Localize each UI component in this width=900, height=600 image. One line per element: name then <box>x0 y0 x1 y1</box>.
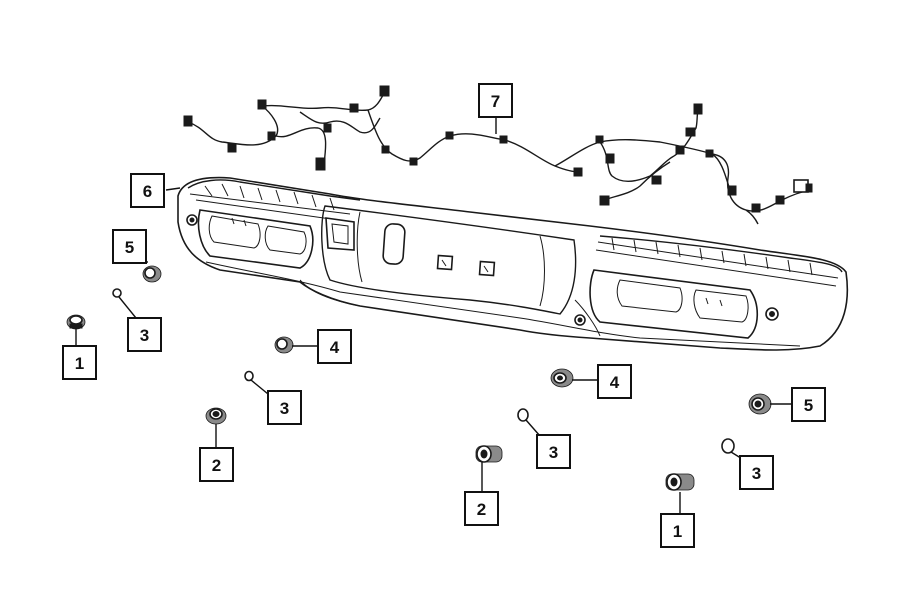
callout-2-left-text: 2 <box>212 456 221 475</box>
callout-3-d: 3 <box>739 455 774 490</box>
callout-1-left-text: 1 <box>75 354 84 373</box>
park-assist-sensor-right <box>665 473 695 491</box>
callout-3-c: 3 <box>536 434 571 469</box>
callout-3-b-text: 3 <box>280 399 289 418</box>
callout-6: 6 <box>130 173 165 208</box>
retainer-ring-2 <box>244 370 254 382</box>
park-assist-sensor-inner-left <box>205 407 227 425</box>
callout-4-right-text: 4 <box>610 373 620 392</box>
sensor-bracket-right <box>550 368 574 388</box>
callout-1-right: 1 <box>660 513 695 548</box>
retainer-ring-4 <box>721 438 735 454</box>
callout-5-right-text: 5 <box>804 396 813 415</box>
rear-bumper <box>177 176 849 351</box>
wiring-harness <box>183 85 813 225</box>
callout-6-text: 6 <box>143 182 152 201</box>
sensor-mount-left <box>142 265 162 283</box>
callout-2-right-text: 2 <box>477 500 486 519</box>
park-assist-sensor-inner-right <box>475 445 503 463</box>
callout-3-a-text: 3 <box>140 326 149 345</box>
callout-1-left: 1 <box>62 345 97 380</box>
callout-5-left-text: 5 <box>125 238 134 257</box>
callout-5-left: 5 <box>112 229 147 264</box>
callout-2-left: 2 <box>199 447 234 482</box>
callout-4-left: 4 <box>317 329 352 364</box>
retainer-ring-3 <box>517 408 529 422</box>
leader-lines <box>75 118 792 514</box>
callout-7: 7 <box>478 83 513 118</box>
callout-5-right: 5 <box>791 387 826 422</box>
callout-3-b: 3 <box>267 390 302 425</box>
callout-2-right: 2 <box>464 491 499 526</box>
callout-3-c-text: 3 <box>549 443 558 462</box>
sensor-mount-right <box>748 393 772 415</box>
callout-4-left-text: 4 <box>330 338 340 357</box>
sensor-bracket-left <box>274 336 294 354</box>
retainer-ring-1 <box>112 288 122 298</box>
callout-1-right-text: 1 <box>673 522 682 541</box>
callout-3-d-text: 3 <box>752 464 761 483</box>
callout-4-right: 4 <box>597 364 632 399</box>
park-assist-sensor-left <box>66 314 86 330</box>
callout-3-a: 3 <box>127 317 162 352</box>
callout-7-text: 7 <box>491 92 500 111</box>
